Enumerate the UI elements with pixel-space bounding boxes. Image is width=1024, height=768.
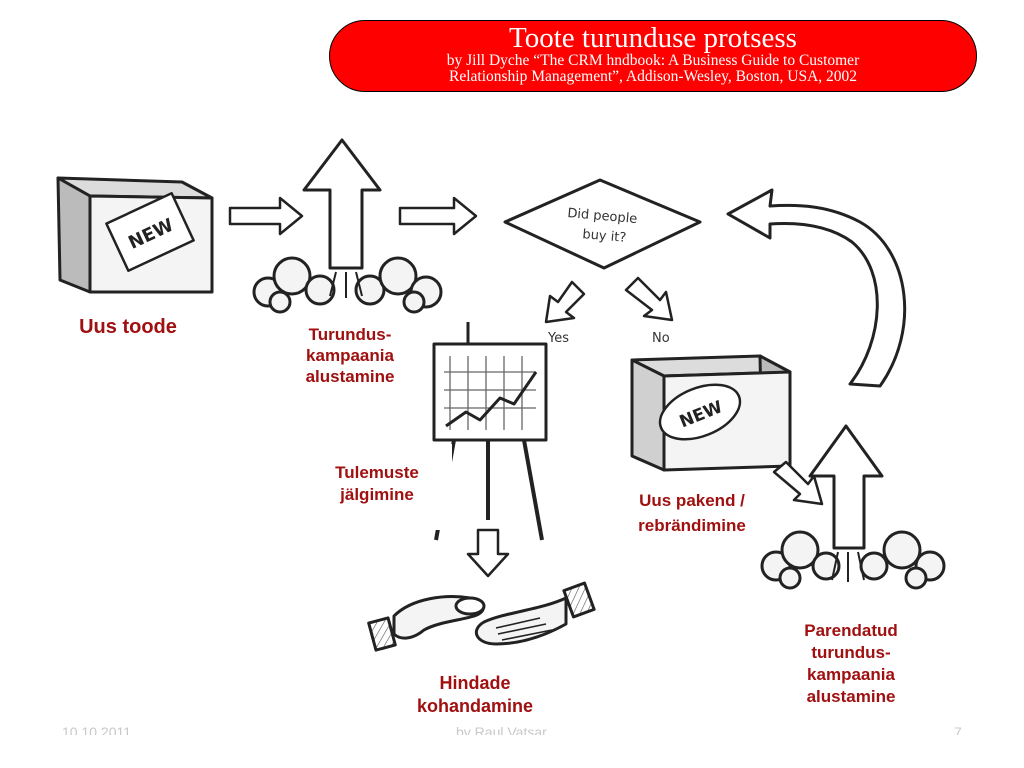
footer-date: 10.10.2011 bbox=[62, 724, 132, 735]
label-new-product-text: Uus toode bbox=[79, 316, 177, 338]
label-line: Parendatud bbox=[804, 621, 898, 640]
decision-text-line2: buy it? bbox=[582, 227, 627, 246]
branch-no-text: No bbox=[652, 331, 670, 346]
yes-arrow-icon bbox=[544, 280, 586, 324]
page-title: Toote turunduse protsess bbox=[509, 22, 797, 54]
label-line: Uus pakend / bbox=[639, 491, 745, 510]
decision-text-line1: Did people bbox=[567, 206, 638, 227]
improved-rocket-launch-icon bbox=[760, 424, 946, 590]
label-rebrand: Uus pakend / rebrändimine bbox=[606, 488, 778, 538]
footer-author: by Raul Vatsar bbox=[456, 724, 547, 735]
footer-page-number: 7 bbox=[954, 724, 962, 735]
label-line: rebrändimine bbox=[638, 516, 746, 535]
label-price-adjust: Hindade kohandamine bbox=[390, 672, 560, 718]
label-line: Hindade bbox=[439, 673, 511, 693]
subtitle-line-2: Relationship Management”, Addison-Wesley… bbox=[448, 68, 858, 85]
new-packaging-box-icon: NEW bbox=[630, 354, 792, 472]
easel-chart-icon bbox=[432, 322, 548, 541]
down-arrow-icon bbox=[466, 528, 510, 578]
label-line: alustamine bbox=[305, 367, 395, 386]
label-line: Turundus- bbox=[308, 325, 392, 344]
return-arrow-icon bbox=[726, 188, 907, 388]
label-line: alustamine bbox=[806, 687, 896, 706]
no-arrow-icon bbox=[624, 276, 674, 322]
label-line: Tulemuste bbox=[335, 463, 419, 482]
label-campaign-start: Turundus- kampaania alustamine bbox=[278, 324, 422, 387]
subtitle-line-1: by Jill Dyche “The CRM hndbook: A Busine… bbox=[446, 52, 860, 69]
hands-money-icon bbox=[367, 581, 596, 652]
label-new-product: Uus toode bbox=[58, 315, 198, 340]
diagonal-arrow-icon bbox=[772, 460, 824, 506]
label-line: jälgimine bbox=[340, 485, 414, 504]
decision-diamond-icon: Did people buy it? bbox=[503, 178, 702, 270]
flow-arrow-icon bbox=[398, 196, 478, 236]
label-line: kampaania bbox=[807, 665, 895, 684]
branch-yes-text: Yes bbox=[547, 331, 569, 346]
label-line: turundus- bbox=[811, 643, 891, 662]
label-tracking: Tulemuste jälgimine bbox=[302, 444, 452, 530]
label-improved-campaign: Parendatud turundus- kampaania alustamin… bbox=[776, 620, 926, 708]
label-line: kampaania bbox=[306, 346, 394, 365]
label-line: kohandamine bbox=[416, 696, 534, 716]
title-banner: Toote turunduse protsess by Jill Dyche “… bbox=[329, 20, 977, 92]
rocket-launch-icon bbox=[252, 138, 443, 314]
new-product-box-icon: NEW bbox=[56, 176, 214, 294]
flow-arrow-icon bbox=[228, 196, 304, 236]
